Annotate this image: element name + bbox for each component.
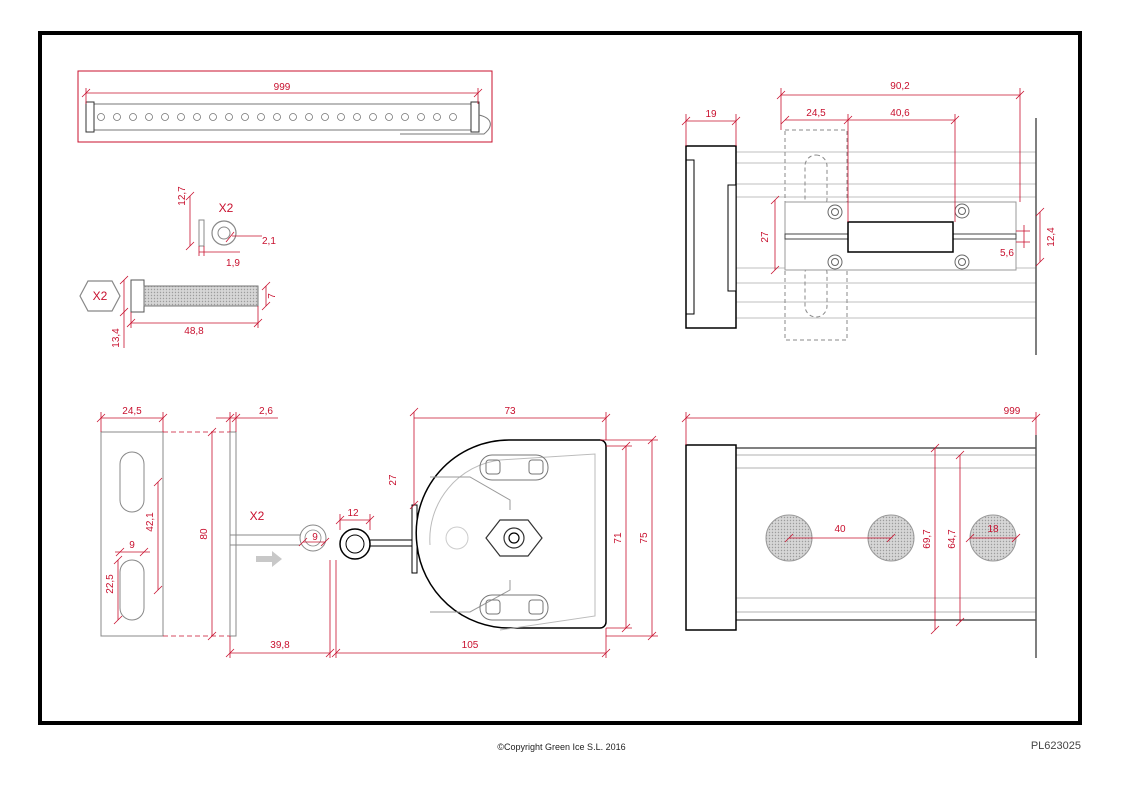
end-depth-dim: 12,4 [1046,227,1057,247]
bracket-height-dim: 80 [199,528,210,540]
end-total-dim: 90,2 [890,81,910,92]
bar-length-dim: 999 [274,82,291,93]
side-pitch-dim: 40 [834,524,846,535]
end-cap-dim: 19 [705,109,717,120]
bolt-view: X2 48,8 7 13,4 [79,275,278,348]
hook-gap-dim: 39,8 [270,640,290,651]
end-slot-dim: 5,6 [1000,248,1014,259]
washer-qty-label: X2 [219,201,234,215]
side-led-dim: 18 [987,524,999,535]
clamp-width-dim: 73 [504,406,516,417]
washer-outer-dim: 12,7 [177,186,188,206]
sheet-frame [38,31,1082,725]
end-bracket-dim: 24,5 [806,108,826,119]
clamp-height1-dim: 71 [613,532,624,544]
side-height2-dim: 64,7 [947,529,958,549]
bracket-thickness-dim: 2,6 [259,406,273,417]
bolt-diameter-dim: 7 [267,293,278,299]
led-bar-view: 999 [77,70,493,143]
hook-qty-label: X2 [250,509,265,523]
bolt-head-dim: 13,4 [111,328,122,348]
end-view: 19 90,2 24,5 40,6 27 5,6 12,4 [681,81,1057,355]
end-height-dim: 27 [760,231,771,243]
washer-view: 12,7 X2 2,1 1,9 [177,186,276,269]
washer-thickness-dim: 1,9 [226,258,240,269]
bracket-slot-length-dim: 22,5 [105,574,116,594]
bracket-slot-width-dim: 9 [129,540,135,551]
washer-hole-dim: 2,1 [262,236,276,247]
pin-dim: 12 [347,508,359,519]
side-view: 999 40 69,7 64,7 18 [681,406,1041,658]
side-height1-dim: 69,7 [922,529,933,549]
stem-dim: 27 [388,474,399,486]
bracket-view: 24,5 2,6 80 42,1 9 22,5 X2 9 39,8 12 27 … [96,406,658,658]
hook-ring-dim: 9 [312,532,318,543]
copyright-notice: ©Copyright Green Ice S.L. 2016 [497,742,626,752]
bolt-length-dim: 48,8 [184,326,204,337]
clamp-height2-dim: 75 [639,532,650,544]
bracket-slot-pitch-dim: 42,1 [145,512,156,532]
end-span-dim: 40,6 [890,108,910,119]
bracket-width-dim: 24,5 [122,406,142,417]
bolt-qty-label: X2 [93,289,108,303]
drawing-code: PL623025 [1030,740,1081,752]
clamp-length-dim: 105 [462,640,479,651]
side-length-dim: 999 [1004,406,1021,417]
